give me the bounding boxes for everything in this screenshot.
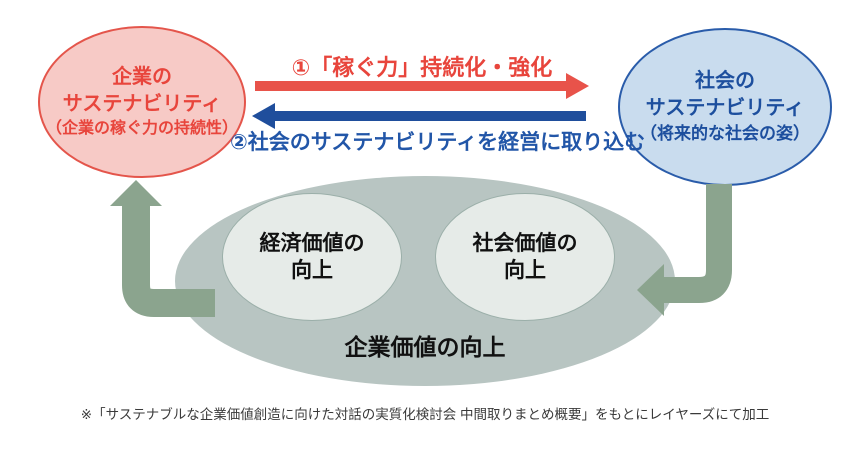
red-arrow-shaft (255, 81, 568, 91)
blue-arrow-head (252, 103, 275, 129)
corporate-sustainability-line3: （企業の稼ぐ力の持続性） (45, 119, 238, 137)
economic-value-ellipse: 経済価値の 向上 (222, 193, 402, 321)
social-sustainability-line3: （将来的な社会の姿） (640, 124, 810, 144)
corporate-value-label: 企業価値の向上 (344, 334, 506, 360)
blue-left-arrow (252, 103, 586, 129)
blue-arrow-shaft (273, 111, 586, 121)
social-sustainability-ellipse: 社会の サステナビリティ （将来的な社会の姿） (618, 28, 832, 186)
corporate-sustainability-line2: サステナビリティ (62, 92, 222, 115)
corporate-value-ellipse: 経済価値の 向上 社会価値の 向上 企業価値の向上 (175, 176, 675, 386)
green-up-arrow-head (110, 180, 162, 206)
social-sustainability-line1: 社会の (695, 70, 755, 93)
green-up-arrow-shaft (122, 201, 215, 317)
source-footnote: ※「サステナブルな企業価値創造に向けた対話の実質化検討会 中間取りまとめ概要」を… (80, 407, 770, 422)
green-down-left-arrow-shaft (662, 184, 732, 303)
earning-power-label: ①「稼ぐ力」持続化・強化 (291, 55, 553, 80)
corporate-sustainability-ellipse: 企業の サステナビリティ （企業の稼ぐ力の持続性） (38, 26, 246, 178)
social-value-line2: 向上 (504, 259, 546, 282)
incorporate-social-sustainability-label: ②社会のサステナビリティを経営に取り込む (230, 131, 646, 154)
social-value-ellipse: 社会価値の 向上 (435, 193, 615, 321)
economic-value-line2: 向上 (291, 259, 333, 282)
green-down-left-arrow (637, 184, 732, 316)
red-arrow-head (566, 73, 589, 99)
green-up-arrow (110, 180, 215, 317)
economic-value-line1: 経済価値の (259, 231, 365, 255)
social-sustainability-line2: サステナビリティ (645, 97, 805, 120)
green-down-left-arrow-head (637, 264, 664, 316)
red-right-arrow (255, 73, 589, 99)
social-value-line1: 社会価値の (472, 231, 578, 255)
corporate-sustainability-line1: 企業の (112, 65, 172, 88)
